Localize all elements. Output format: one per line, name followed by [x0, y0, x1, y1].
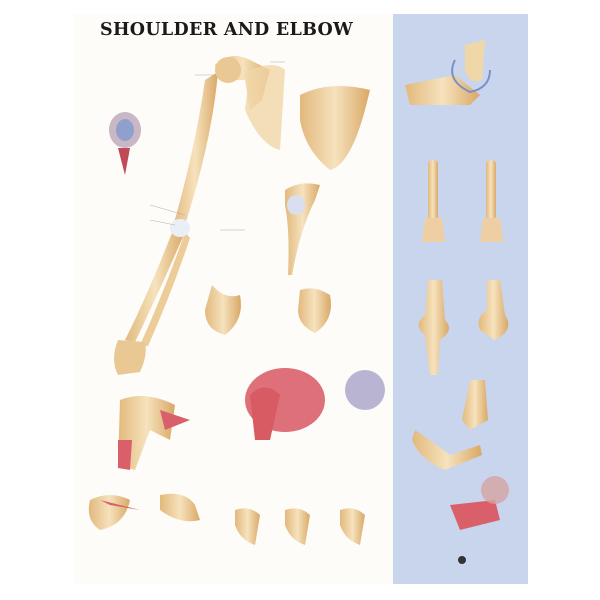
- supination-pronation-illustrations: [422, 160, 503, 242]
- lateral-scapula-illustration: [285, 183, 320, 275]
- anterior-shoulder-illustration: [118, 396, 190, 470]
- full-arm-skeleton-illustration: [114, 56, 285, 375]
- impingement-illustrations: [88, 493, 365, 545]
- elbow-flexed-illustrations: [412, 380, 509, 530]
- elbow-sagittal-section-illustration: [405, 40, 491, 105]
- elbow-anterior-posterior-illustrations: [418, 280, 509, 375]
- poster-title: SHOULDER AND ELBOW: [100, 20, 354, 40]
- posterior-scapula-illustration: [300, 86, 370, 170]
- callout-leader-lines: [149, 61, 285, 231]
- shoulder-cross-section-illustration: [109, 112, 141, 175]
- superior-view-illustrations: [205, 285, 331, 335]
- shoulder-muscles-illustration: [245, 368, 385, 440]
- publisher-logo: [458, 556, 466, 564]
